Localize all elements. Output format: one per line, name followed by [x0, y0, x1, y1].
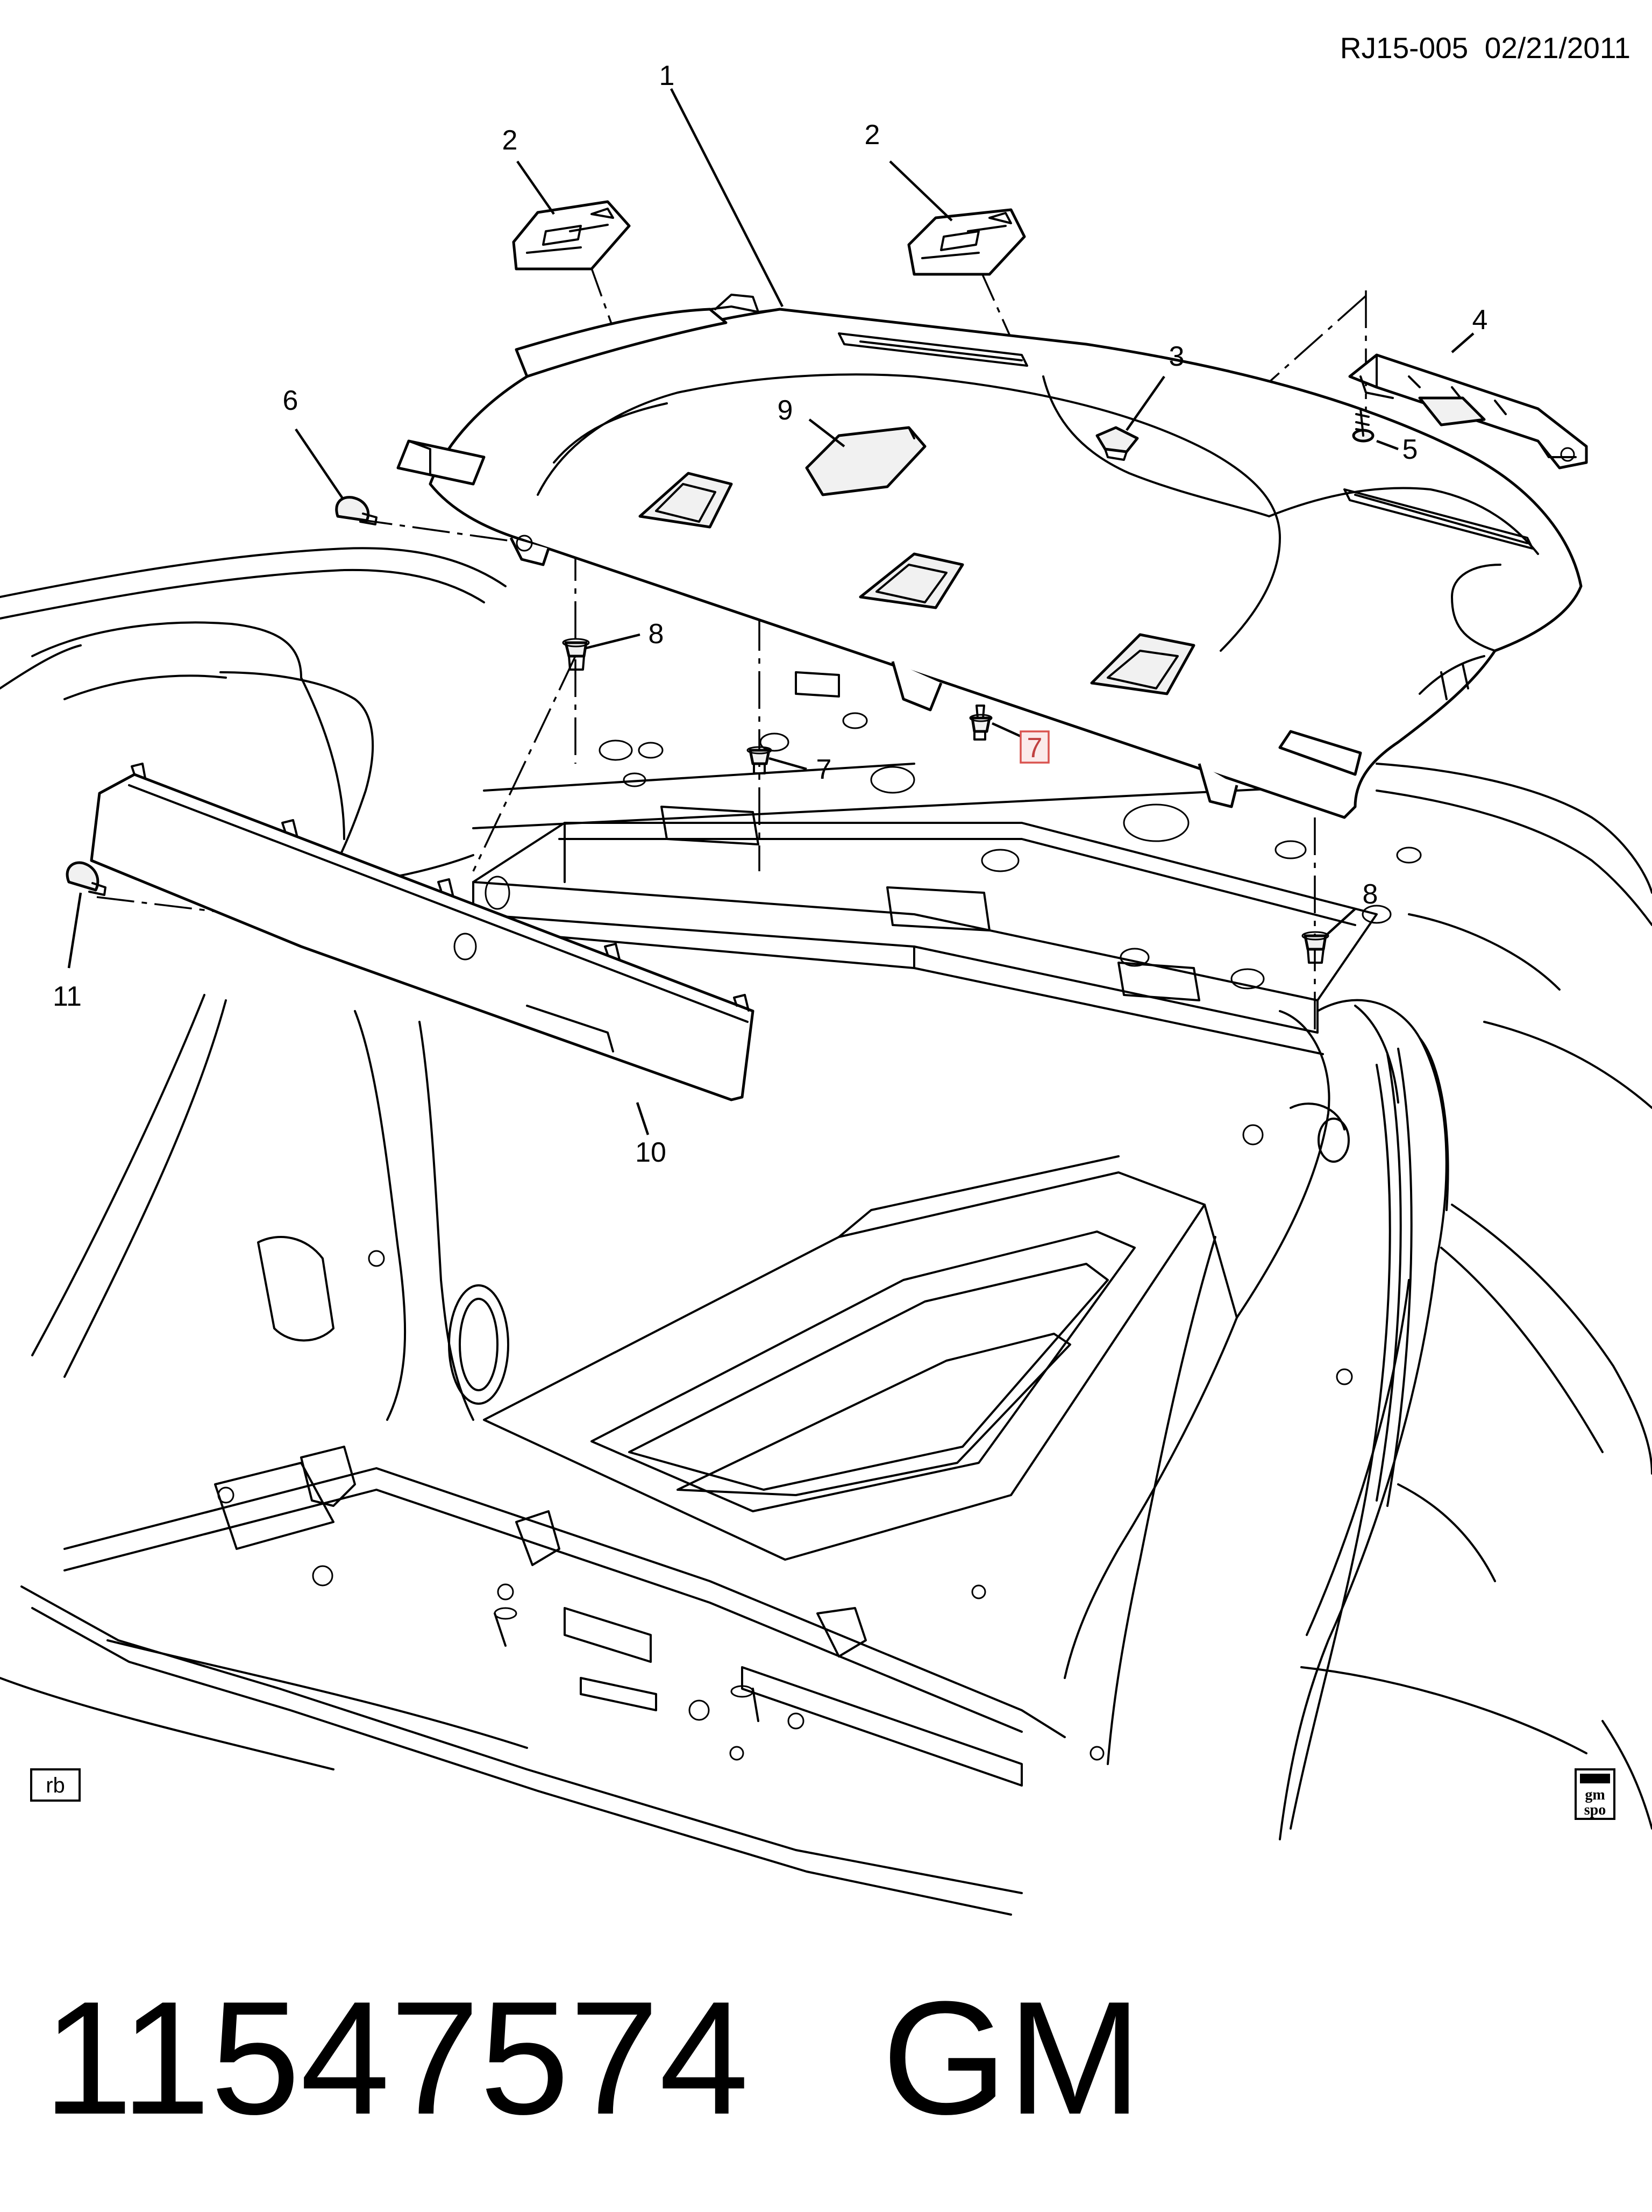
callout-8-left: 8: [649, 618, 664, 650]
rb-label: rb: [46, 1774, 65, 1797]
callout-2-left: 2: [502, 125, 518, 156]
callout-7-right: 7: [1027, 732, 1043, 764]
callout-9: 9: [778, 395, 793, 426]
gmspo-logo: gm spo: [1575, 1768, 1615, 1820]
part-10-lower-trim-panel[interactable]: [90, 763, 754, 1101]
brand-name: GM: [882, 1967, 1142, 2148]
rb-badge: rb: [30, 1768, 81, 1802]
callout-1: 1: [659, 60, 675, 91]
panel-holes: [485, 712, 1422, 990]
callout-11: 11: [53, 981, 82, 1012]
part-2-seat-belt-guide-cover-left[interactable]: [512, 200, 631, 271]
callout-labels: 1 2 2 3 4 5 6 9 8 7 7 8 10 11: [53, 60, 1487, 1168]
part-2-seat-belt-guide-cover-right[interactable]: [907, 208, 1026, 276]
part-6-push-pin-retainer[interactable]: [335, 496, 378, 525]
callout-10: 10: [635, 1137, 666, 1168]
callout-6: 6: [283, 385, 298, 416]
svg-text:spo: spo: [1584, 1802, 1606, 1818]
part-5-screw[interactable]: [1352, 408, 1375, 443]
part-number: 11547574: [43, 1967, 749, 2148]
callout-4: 4: [1472, 304, 1488, 336]
leader-lines: [67, 88, 1475, 1135]
part-3-retainer-clip[interactable]: [1095, 426, 1139, 461]
part-7-retainer-clip-left[interactable]: [746, 746, 772, 774]
vehicle-body-structure: [0, 547, 1652, 1916]
callout-7-left: 7: [816, 754, 832, 785]
callout-2-right: 2: [865, 119, 880, 151]
part-8-fastener-right[interactable]: [1301, 931, 1329, 964]
callout-8-right: 8: [1363, 879, 1378, 910]
callout-5: 5: [1402, 434, 1418, 465]
part-7-retainer-clip-right[interactable]: [969, 705, 993, 741]
part-9-access-cover[interactable]: [805, 426, 927, 496]
svg-text:gm: gm: [1585, 1787, 1605, 1803]
part-8-fastener-left[interactable]: [562, 638, 590, 671]
diagram-reference: RJ15-005 02/21/2011: [1340, 31, 1630, 65]
part-11-push-pin-retainer[interactable]: [66, 861, 106, 896]
callout-7-highlight-box: [1020, 730, 1050, 764]
callout-3: 3: [1169, 341, 1185, 372]
part-4-mounting-bracket[interactable]: [1348, 353, 1588, 470]
part-1-rear-shelf-trim-panel[interactable]: [396, 294, 1583, 819]
